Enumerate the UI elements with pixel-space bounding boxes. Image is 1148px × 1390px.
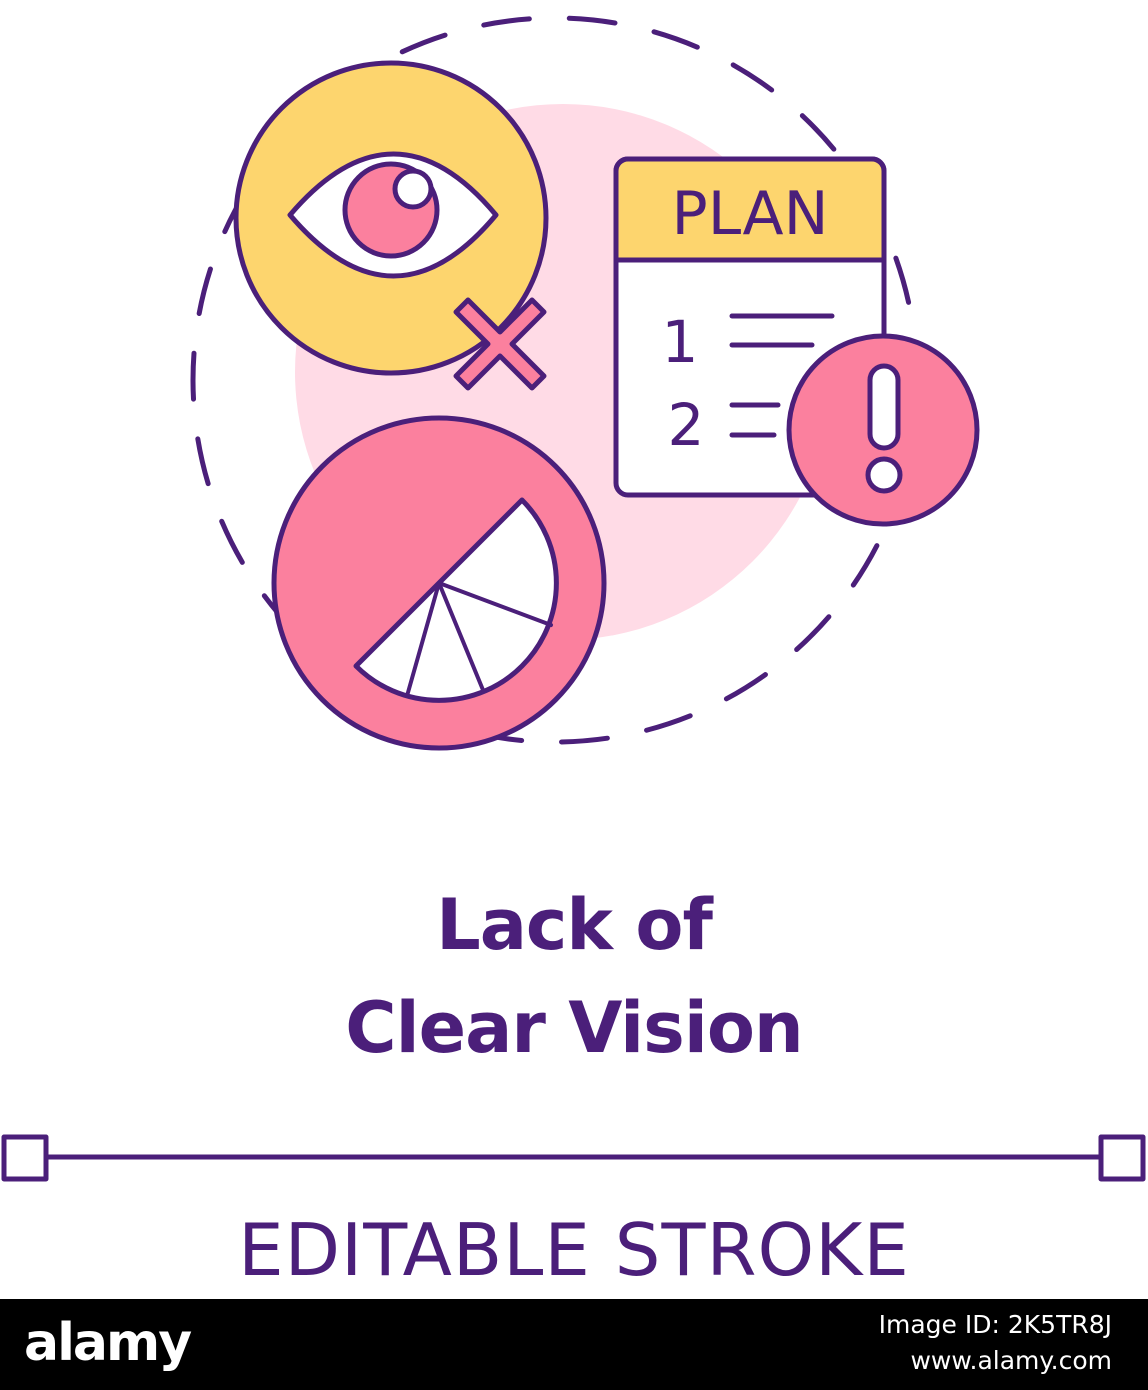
footer-bar: alamy Image ID: 2K5TR8J www.alamy.com [0,1299,1148,1390]
exclamation-icon [786,333,980,527]
pie-chart-icon [271,415,607,751]
concept-illustration: PLAN 1 2 [1,15,1146,1182]
cross-icon [453,297,547,391]
caption-line-1: Lack of [436,884,713,966]
editable-stroke-label: EDITABLE STROKE [238,1208,910,1292]
alamy-logo: alamy [24,1313,192,1373]
caption-line-2: Clear Vision [345,987,804,1069]
list-lines [729,313,835,438]
image-id: Image ID: 2K5TR8J [878,1310,1112,1339]
stroke-handle-left [1,1134,49,1182]
site-url: www.alamy.com [910,1346,1112,1375]
list-number-1: 1 [662,308,699,376]
stroke-handle-right [1098,1134,1146,1182]
plan-label: PLAN [672,179,829,249]
list-number-2: 2 [668,391,705,459]
image-id-block: Image ID: 2K5TR8J www.alamy.com [879,1307,1112,1379]
eye-icon [233,60,549,376]
editable-stroke-line [1,1134,1146,1182]
